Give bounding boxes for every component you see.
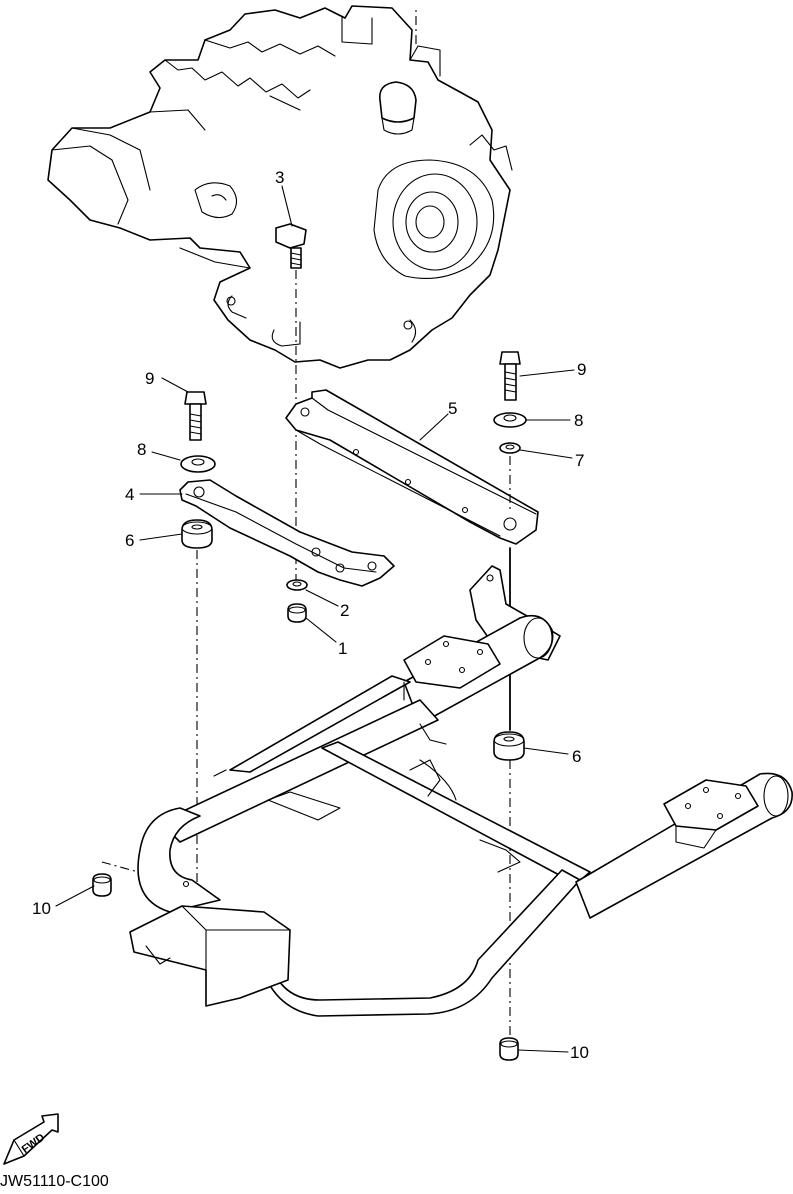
label-4: 4 [125, 485, 134, 504]
part-5-bracket [285, 389, 539, 545]
label-6-right: 6 [572, 747, 581, 766]
fwd-arrow-icon: FWD [3, 1113, 59, 1165]
leader-9-right [519, 369, 575, 377]
label-6-left: 6 [125, 531, 134, 550]
part-3-bolt [275, 223, 307, 269]
leader-3 [281, 185, 293, 227]
leader-1 [305, 617, 337, 643]
label-7: 7 [575, 451, 584, 470]
part-8-washer-left [180, 455, 216, 473]
leader-10-left [55, 885, 95, 907]
leader-6-left [139, 533, 183, 541]
label-9-right: 9 [577, 360, 586, 379]
part-8-washer-right [493, 412, 527, 428]
part-9-bolt-right [499, 351, 521, 401]
part-6-damper-right [493, 731, 525, 761]
part-2-washer [286, 579, 308, 591]
engine-illustration [47, 5, 513, 369]
part-6-damper-left [181, 519, 213, 549]
frame-illustration [129, 565, 793, 1017]
leader-10-right [517, 1049, 569, 1053]
part-10-nut-right [499, 1037, 519, 1061]
part-9-bolt-left [184, 391, 207, 441]
leader-6-right [523, 747, 569, 755]
label-9-left: 9 [145, 369, 154, 388]
label-2: 2 [340, 601, 349, 620]
diagram-code: JW51110-C100 [0, 1173, 109, 1189]
part-4-bracket [179, 479, 395, 587]
leader-2 [305, 589, 339, 607]
label-8-right: 8 [574, 411, 583, 430]
label-5: 5 [448, 399, 457, 418]
leader-5 [419, 413, 449, 441]
label-8-left: 8 [137, 440, 146, 459]
leader-9-left [161, 377, 189, 393]
part-7-washer [499, 442, 521, 454]
label-1: 1 [338, 639, 347, 658]
callouts: 3 9 8 4 6 5 9 8 7 2 1 6 10 [32, 168, 589, 1062]
label-3: 3 [275, 168, 284, 187]
leader-8-left [151, 451, 181, 461]
label-10-left: 10 [32, 899, 51, 918]
part-10-nut-left [92, 873, 112, 897]
leader-7 [519, 449, 573, 459]
part-1-nut [287, 603, 307, 623]
label-10-right: 10 [570, 1043, 589, 1062]
